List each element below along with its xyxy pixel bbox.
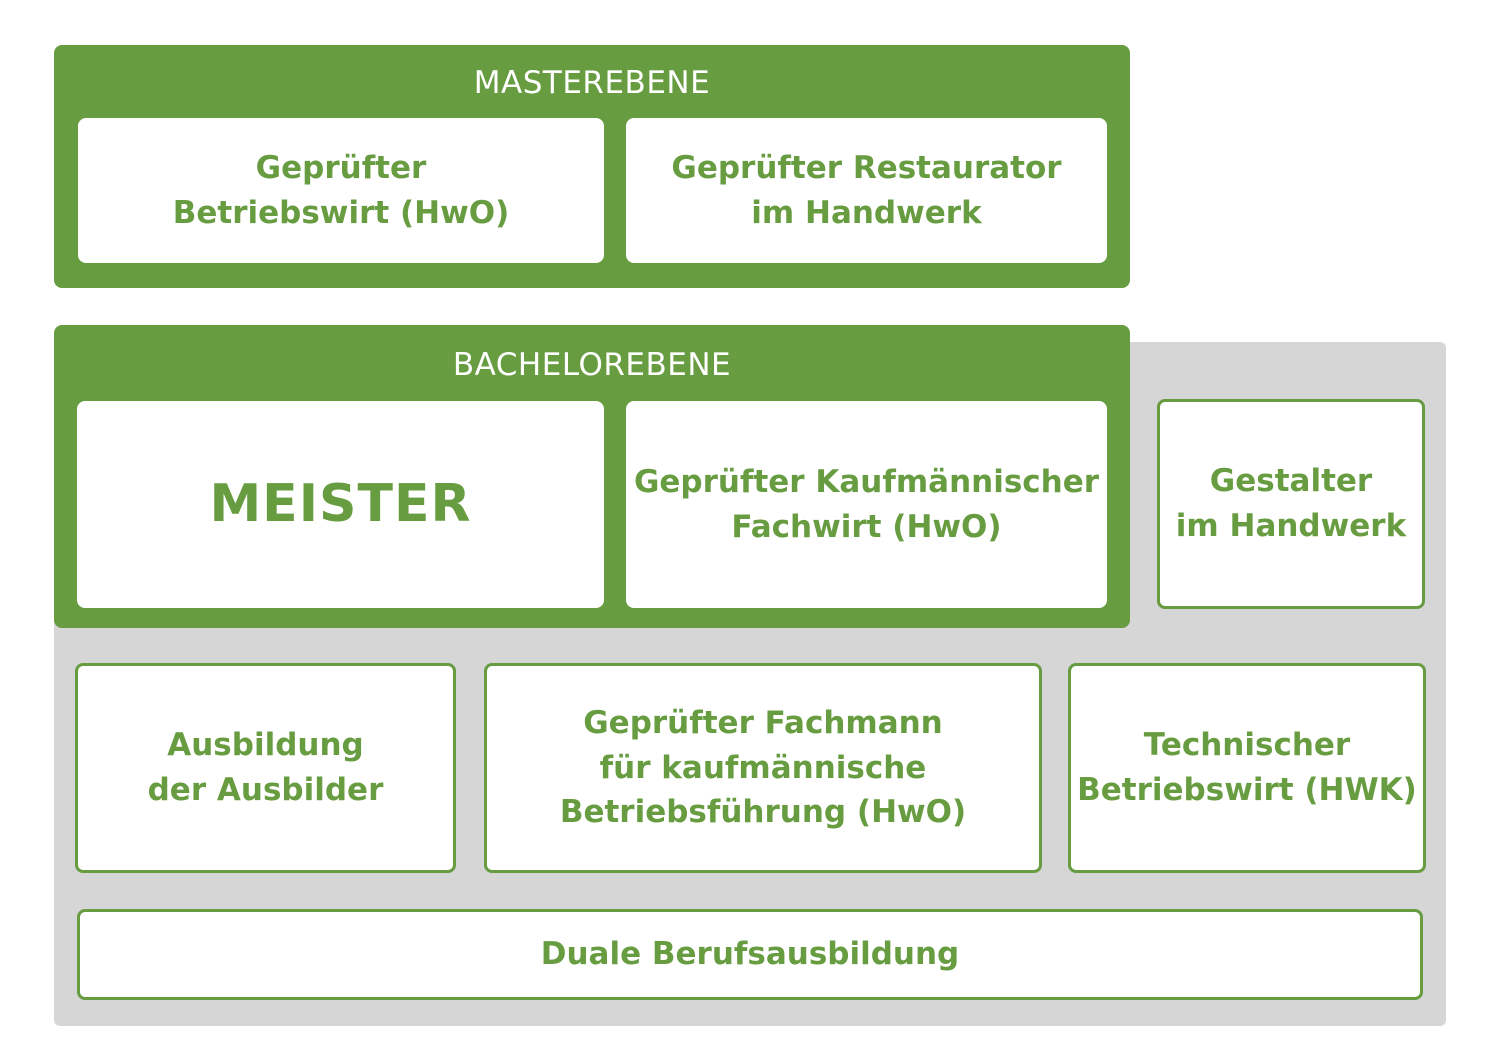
bachelor-level-title: BACHELOREBENE	[452, 347, 732, 383]
box-meister: MEISTER	[77, 401, 604, 608]
box-fachmann-betriebsfuehrung: Geprüfter Fachmann für kaufmännische Bet…	[484, 663, 1042, 873]
master-level-title: MASTEREBENE	[473, 65, 711, 101]
bachelor-level-panel: BACHELOREBENE MEISTER Geprüfter Kaufmänn…	[54, 325, 1130, 628]
box-duale-berufsausbildung: Duale Berufsausbildung	[77, 909, 1423, 1000]
box-technischer-betriebswirt: Technischer Betriebswirt (HWK)	[1068, 663, 1426, 873]
box-ausbildung-ausbilder: Ausbildung der Ausbilder	[75, 663, 456, 873]
box-kaufmaennischer-fachwirt: Geprüfter Kaufmännischer Fachwirt (HwO)	[626, 401, 1107, 608]
box-betriebswirt-hwo: Geprüfter Betriebswirt (HwO)	[78, 118, 604, 263]
master-level-panel: MASTEREBENE Geprüfter Betriebswirt (HwO)…	[54, 45, 1130, 288]
box-gestalter-handwerk: Gestalter im Handwerk	[1157, 399, 1425, 609]
box-restaurator-handwerk: Geprüfter Restaurator im Handwerk	[626, 118, 1107, 263]
